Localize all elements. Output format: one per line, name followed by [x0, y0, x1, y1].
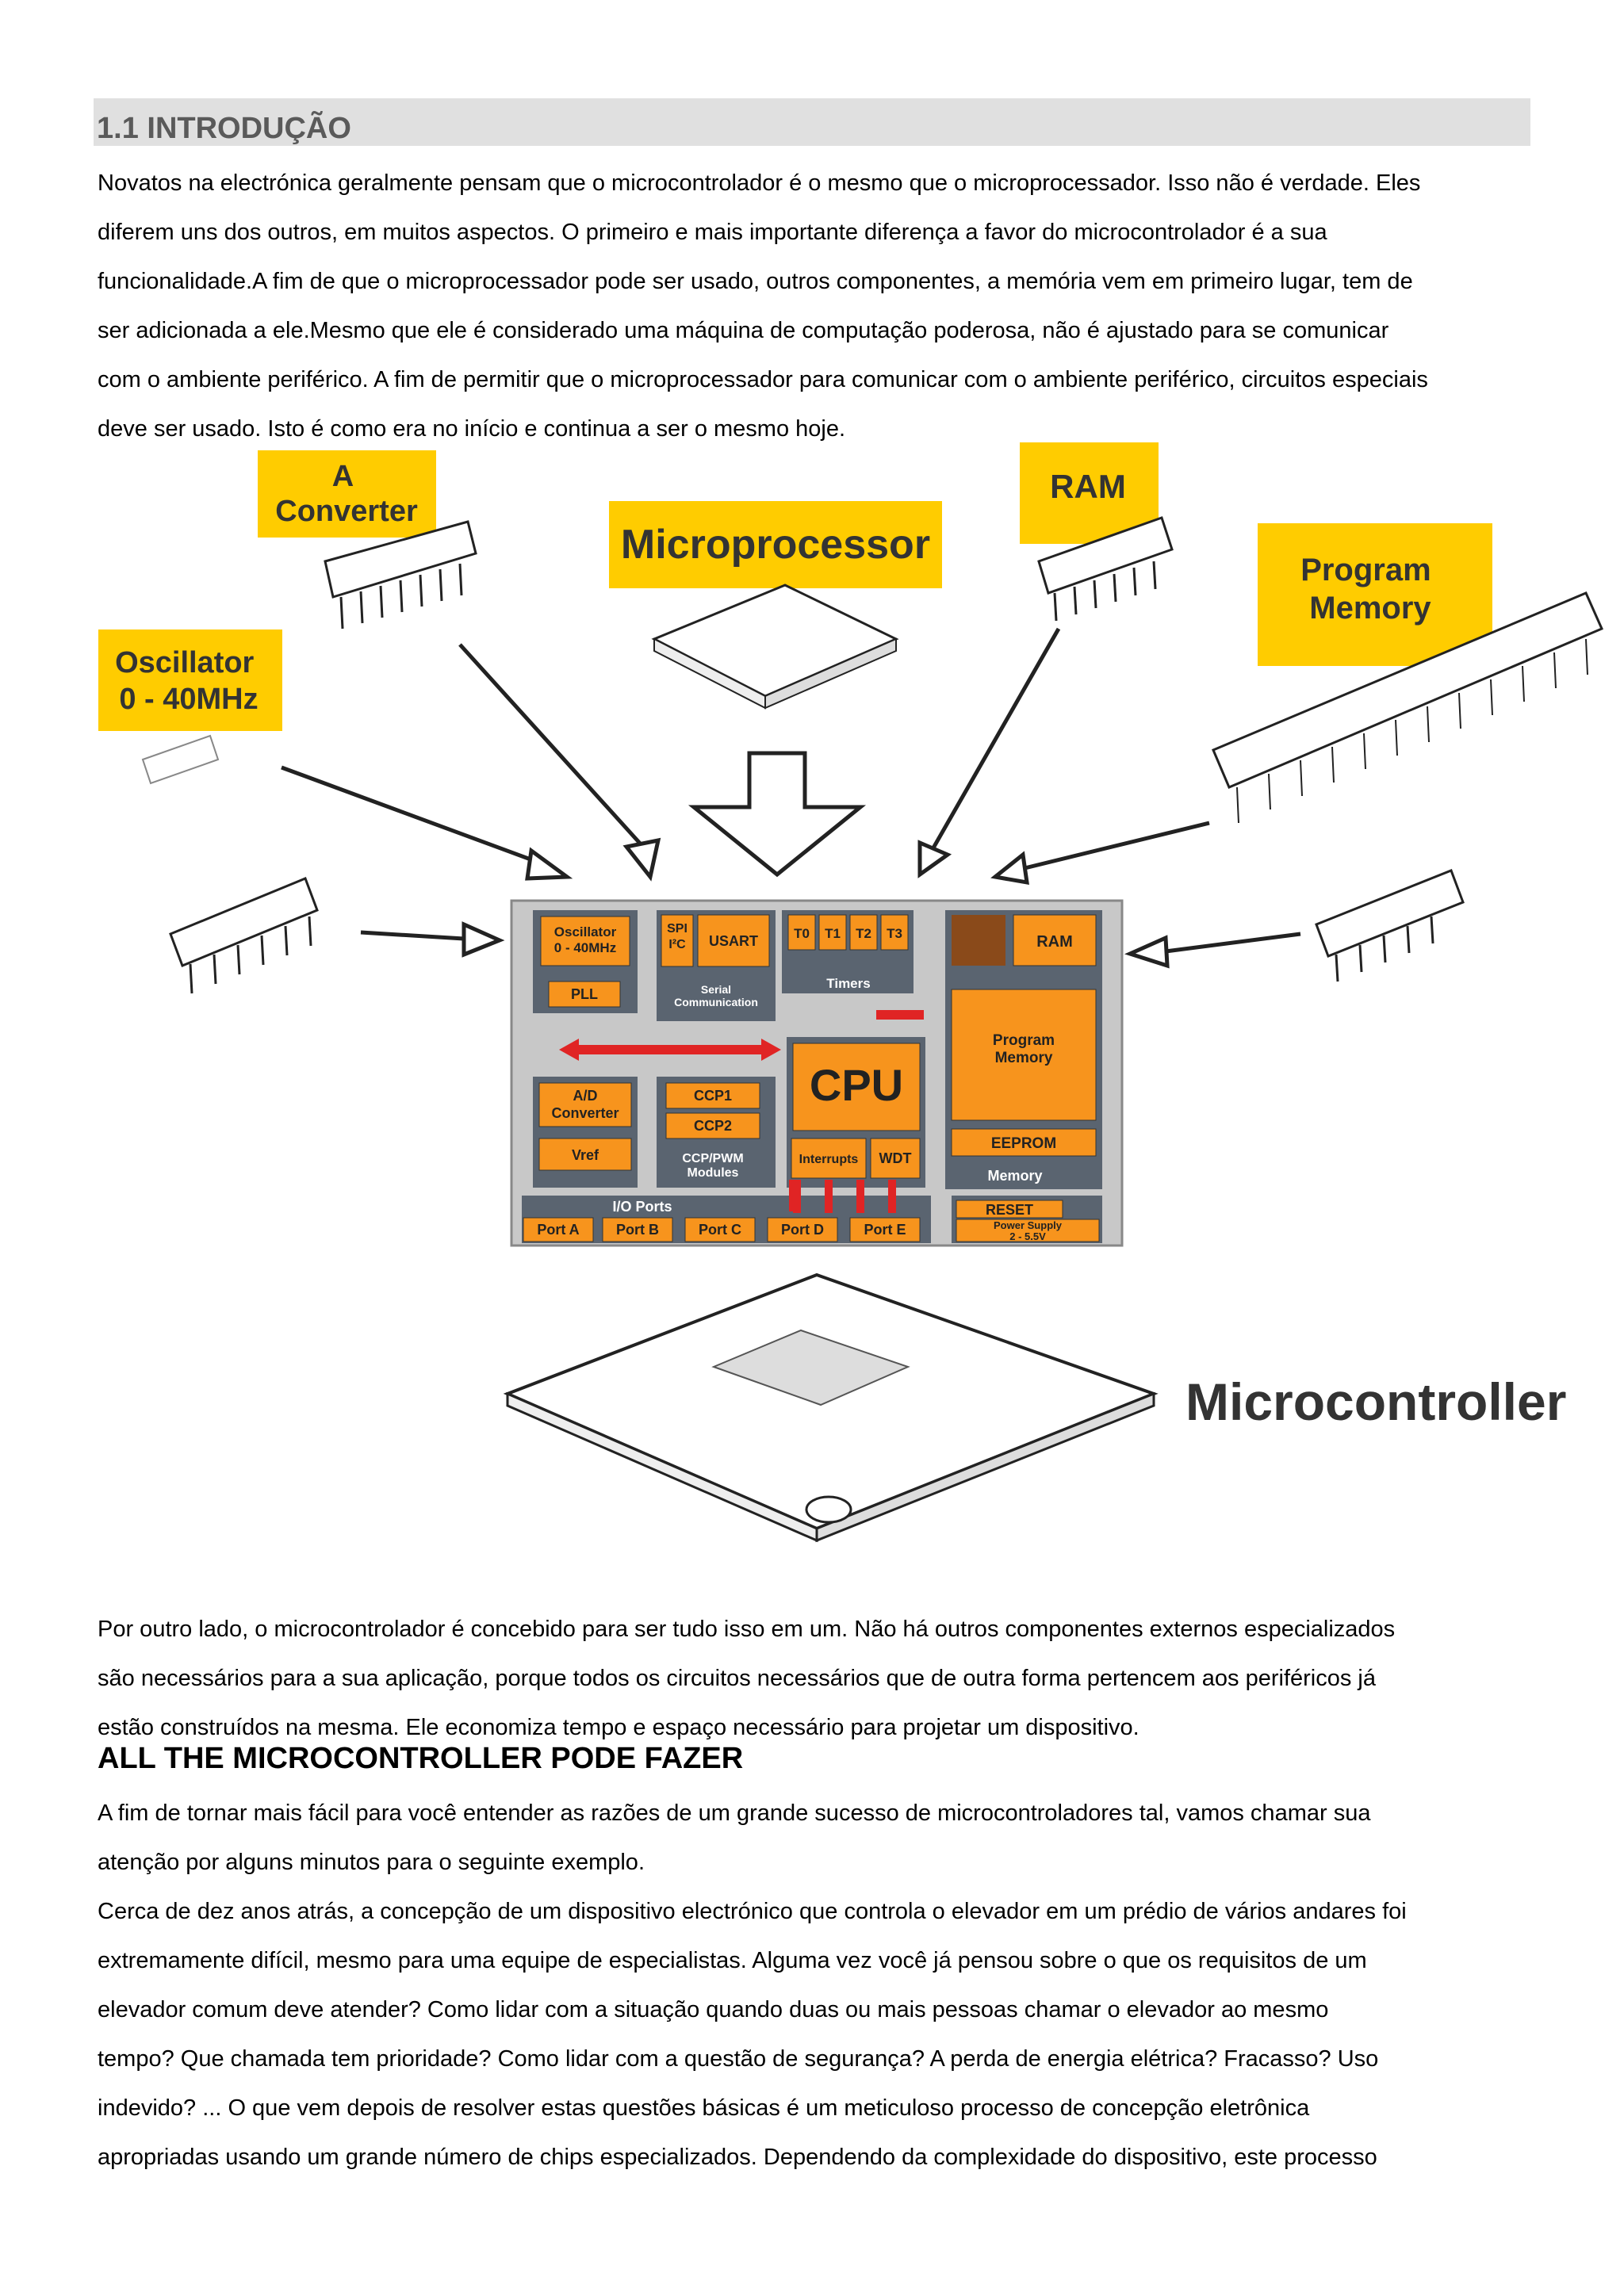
- text-line: atenção por alguns minutos para o seguin…: [98, 1850, 645, 1875]
- text-line: são necessários para a sua aplicação, po…: [98, 1666, 1376, 1691]
- block-spi: [661, 914, 694, 967]
- text-line: extremamente difícil, mesmo para uma equ…: [98, 1948, 1367, 1973]
- block-port-c: [684, 1217, 756, 1242]
- port-text: Port C: [699, 1222, 741, 1238]
- text-line: indevido? ... O que vem depois de resolv…: [98, 2095, 1310, 2121]
- block-pll-text: PLL: [571, 986, 598, 1002]
- chip-dip-oscillator: [141, 734, 220, 785]
- block-t1-text: T1: [825, 926, 841, 941]
- label-microcontroller-text: Microcontroller: [1185, 1372, 1566, 1431]
- block-eeprom-text: EEPROM: [991, 1135, 1056, 1152]
- text-line: Por outro lado, o microcontrolador é con…: [98, 1617, 1396, 1642]
- block-usart: [697, 914, 770, 967]
- section-title: 1.1 INTRODUÇÃO: [97, 112, 351, 145]
- intro-paragraph: Novatos na electrónica geralmente pensam…: [98, 159, 1541, 453]
- label-line: A: [332, 460, 354, 493]
- label-ram-text: RAM: [1050, 468, 1126, 505]
- label-oscillator: [98, 629, 282, 731]
- block-port-e: [849, 1217, 921, 1242]
- block-ccp2-text: CCP2: [694, 1118, 732, 1134]
- block-vref: [538, 1138, 632, 1171]
- port-text: Port A: [537, 1222, 579, 1238]
- text-line: com o ambiente periférico. A fim de perm…: [98, 367, 1428, 392]
- block-reset-text: RESET: [986, 1202, 1033, 1218]
- chip-qfp-microcontroller: [503, 1272, 1159, 1543]
- block-t0-text: T0: [794, 926, 810, 941]
- block-oscillator: [540, 916, 630, 966]
- block-ad: [538, 1082, 632, 1127]
- chip-dip-program-memory: [1212, 591, 1603, 824]
- label-line: Converter: [275, 495, 418, 528]
- bus-arrows: [559, 1010, 924, 1213]
- text-line: estão construídos na mesma. Ele economiz…: [98, 1715, 1139, 1740]
- block-port-b: [602, 1217, 673, 1242]
- block-ram-text: RAM: [1036, 933, 1073, 951]
- port-text: Port B: [616, 1222, 659, 1238]
- text-line: Novatos na electrónica geralmente pensam…: [98, 170, 1421, 196]
- die-image: [711, 1329, 910, 1406]
- section-heading-bar: [94, 98, 1530, 146]
- block-eeprom: [951, 1128, 1097, 1157]
- block-cpu: [792, 1043, 921, 1131]
- block-eep: [952, 915, 1005, 966]
- section-2-paragraph: A fim de tornar mais fácil para você ent…: [98, 1789, 1541, 2182]
- block-memory-text: Memory: [987, 1168, 1042, 1184]
- chip-dip-ad: [324, 520, 477, 629]
- block-t3-text: T3: [887, 926, 902, 941]
- text-line: ser adicionada a ele.Mesmo que ele é con…: [98, 318, 1389, 343]
- block-vref-text: Vref: [572, 1147, 599, 1163]
- chip-dip-ram: [1037, 516, 1174, 622]
- text-line: tempo? Que chamada tem prioridade? Como …: [98, 2046, 1379, 2072]
- port-text: Port D: [781, 1222, 824, 1238]
- block-ccp2: [665, 1112, 760, 1139]
- block-timers-text: Timers: [826, 976, 870, 991]
- block-program-memory: [951, 989, 1097, 1121]
- text-line: Cerca de dez anos atrás, a concepção de …: [98, 1899, 1407, 1924]
- label-program-memory: [1258, 523, 1492, 666]
- section-2-title: ALL THE MICROCONTROLLER PODE FAZER: [98, 1742, 744, 1775]
- text-line: elevador comum deve atender? Como lidar …: [98, 1997, 1329, 2022]
- text-line: diferem uns dos outros, em muitos aspect…: [98, 220, 1327, 245]
- microcontroller-diagram: A Converter Microprocessor RAM Program M…: [98, 442, 1603, 1543]
- label-oscillator-text: Oscillator 0 - 40MHz: [115, 646, 262, 716]
- after-diagram-paragraph: Por outro lado, o microcontrolador é con…: [98, 1605, 1541, 1752]
- block-usart-text: USART: [709, 933, 758, 949]
- block-wdt-text: WDT: [879, 1150, 912, 1166]
- block-ccp1: [665, 1082, 760, 1109]
- text-line: apropriadas usando um grande número de c…: [98, 2145, 1377, 2170]
- block-ccp1-text: CCP1: [694, 1088, 732, 1104]
- block-io-text: I/O Ports: [612, 1199, 672, 1215]
- label-microprocessor-text: Microprocessor: [621, 522, 930, 568]
- arrows: [281, 627, 1301, 969]
- block-cpu-text: CPU: [810, 1060, 903, 1110]
- label-ad-converter-text: A Converter: [275, 460, 418, 528]
- block-wdt: [870, 1138, 921, 1179]
- block-power: [956, 1219, 1100, 1242]
- text-line: funcionalidade.A fim de que o microproce…: [98, 269, 1413, 294]
- block-port-d: [767, 1217, 838, 1242]
- label-program-memory-text: Program Memory: [1300, 553, 1440, 626]
- block-port-a: [523, 1217, 594, 1242]
- chip-dip-right: [1315, 869, 1465, 982]
- block-ram: [1013, 914, 1097, 966]
- block-interrupts-text: Interrupts: [799, 1153, 859, 1166]
- block-pll: [548, 981, 621, 1008]
- label-microprocessor: [609, 501, 942, 588]
- label-ad-converter: [258, 450, 436, 538]
- chip-dip-left: [169, 877, 319, 994]
- chip-qfp-microprocessor: [651, 584, 899, 710]
- text-line: deve ser usado. Isto é como era no iníci…: [98, 416, 846, 442]
- block-interrupts: [791, 1138, 867, 1179]
- block-reset: [956, 1200, 1063, 1219]
- block-t2-text: T2: [856, 926, 871, 941]
- port-text: Port E: [864, 1222, 906, 1238]
- text-line: A fim de tornar mais fácil para você ent…: [98, 1800, 1371, 1826]
